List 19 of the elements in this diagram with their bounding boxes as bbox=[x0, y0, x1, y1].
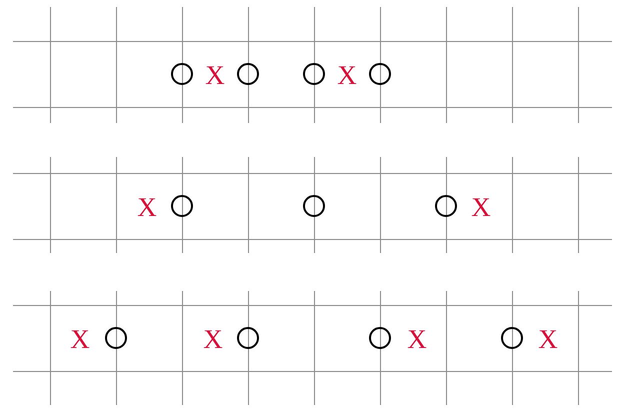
cross-label: X bbox=[70, 326, 90, 352]
cross-label: X bbox=[205, 62, 225, 88]
circle-marker bbox=[237, 327, 259, 349]
cross-label: X bbox=[407, 326, 427, 352]
circle-marker bbox=[369, 327, 391, 349]
cross-label: X bbox=[203, 326, 223, 352]
cross-label: X bbox=[538, 326, 558, 352]
circle-marker bbox=[171, 195, 193, 217]
cross-label: X bbox=[137, 194, 157, 220]
circle-marker bbox=[501, 327, 523, 349]
circle-marker bbox=[303, 195, 325, 217]
circle-marker bbox=[237, 63, 259, 85]
cross-label: X bbox=[337, 62, 357, 88]
circle-marker bbox=[171, 63, 193, 85]
circle-marker bbox=[435, 195, 457, 217]
circle-marker bbox=[105, 327, 127, 349]
circle-marker bbox=[369, 63, 391, 85]
circle-marker bbox=[303, 63, 325, 85]
cross-label: X bbox=[471, 194, 491, 220]
